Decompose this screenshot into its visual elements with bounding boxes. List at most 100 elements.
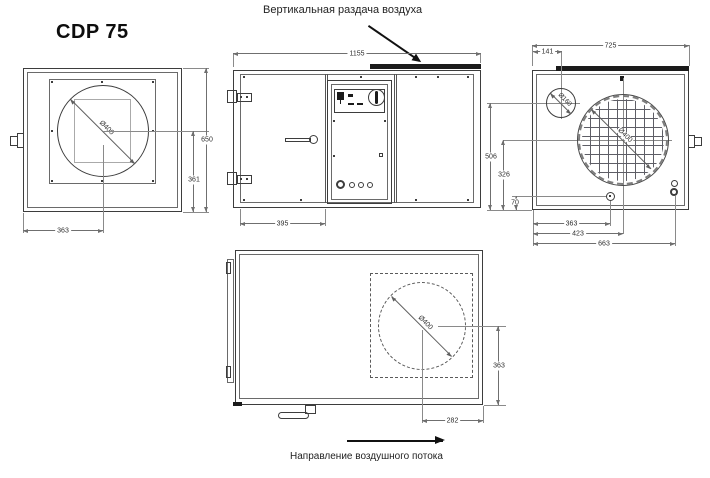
dim-height: 650 xyxy=(200,68,214,212)
vertical-discharge-opening xyxy=(370,64,481,69)
front-door-edge xyxy=(227,259,234,383)
top-fastener xyxy=(620,76,624,81)
front-view-outline xyxy=(233,70,481,208)
control-display-box xyxy=(334,89,385,113)
screw-dot xyxy=(415,199,417,201)
dim-label: 141 xyxy=(539,48,556,56)
dim-duct-height: 506 xyxy=(484,103,498,210)
screw-dot xyxy=(467,76,469,78)
dim-label: 650 xyxy=(200,135,214,145)
front-view-inner-frame xyxy=(240,74,474,203)
hinge-top xyxy=(227,90,237,103)
dim-drain-offset: 363 xyxy=(533,220,610,228)
extension-line xyxy=(512,196,606,197)
screw-dot xyxy=(415,76,417,78)
extension-line xyxy=(480,53,481,63)
dim-label: 506 xyxy=(484,152,498,161)
dim-grille-height: 326 xyxy=(497,140,511,210)
hinge-top-plate xyxy=(237,93,252,102)
screw-dot xyxy=(152,81,154,83)
extension-line xyxy=(103,145,104,233)
dim-label: 395 xyxy=(274,220,291,228)
dim-label: 1155 xyxy=(347,50,367,58)
door-handle-mount xyxy=(17,133,24,148)
dim-fan-to-bottom: 361 xyxy=(187,131,201,212)
corner-foot xyxy=(233,402,242,406)
dim-label: 725 xyxy=(602,42,619,50)
page-title: CDP 75 xyxy=(56,21,129,43)
top-view-outline xyxy=(235,250,483,405)
hinge-bottom xyxy=(227,172,237,185)
drain-outlet xyxy=(606,192,615,201)
hinge-bottom-plate xyxy=(237,175,252,184)
panel-seam xyxy=(394,74,395,203)
extension-line xyxy=(422,330,423,423)
bottom-annotation-label: Направление воздушного потока xyxy=(290,451,443,462)
left-view-inner-frame xyxy=(27,72,178,208)
humidistat-dial xyxy=(368,89,385,106)
dim-label: 70 xyxy=(510,198,520,208)
screw-dot xyxy=(51,180,53,182)
door-handle-lever xyxy=(285,138,311,142)
dim-label: 663 xyxy=(596,240,612,248)
connection-fitting xyxy=(670,188,678,196)
duct-centerline xyxy=(487,103,580,104)
screw-dot xyxy=(152,180,154,182)
dim-label: 363 xyxy=(492,361,506,370)
fan-opening-square xyxy=(370,273,473,378)
extension-line xyxy=(532,45,533,66)
screw-dot xyxy=(51,81,53,83)
hinge-screw xyxy=(240,96,242,98)
panel-glyph xyxy=(357,103,363,105)
door-handle-lever xyxy=(278,412,309,419)
dim-depth: 725 xyxy=(532,42,689,50)
extension-line xyxy=(483,406,484,423)
extension-line xyxy=(484,405,506,406)
screw-dot xyxy=(300,199,302,201)
vertical-discharge-arrow xyxy=(367,25,421,62)
dim-fan-to-front: 363 xyxy=(492,326,506,405)
screw-dot xyxy=(243,76,245,78)
dim-label: 282 xyxy=(444,417,461,425)
extension-line xyxy=(183,68,209,69)
extension-line xyxy=(183,212,209,213)
dim-width: 1155 xyxy=(233,50,481,58)
screw-dot xyxy=(384,120,386,122)
extension-line xyxy=(23,213,24,233)
screw-dot xyxy=(101,81,103,83)
humidistat-knob xyxy=(375,91,378,104)
dim-duct-offset: 141 xyxy=(533,48,562,56)
hinge-screw xyxy=(240,178,242,180)
dim-fan-to-side: 282 xyxy=(422,417,483,425)
screw-dot xyxy=(333,120,335,122)
display-icon-stand xyxy=(340,100,341,104)
extension-line xyxy=(675,196,676,246)
extension-line xyxy=(438,326,506,327)
dim-label: 363 xyxy=(563,220,580,228)
door-handle-knob xyxy=(309,135,318,144)
extension-line xyxy=(487,210,532,211)
duct-centerline xyxy=(561,51,562,119)
control-panel xyxy=(327,80,392,204)
dim-door-width: 395 xyxy=(240,220,325,228)
panel-seam xyxy=(396,74,397,203)
top-annotation-label: Вертикальная раздача воздуха xyxy=(263,4,423,16)
dim-grille-offset: 423 xyxy=(533,230,623,238)
cable-gland xyxy=(336,180,345,189)
duct-circle xyxy=(546,88,576,118)
screw-dot xyxy=(243,199,245,201)
screw-dot xyxy=(360,76,362,78)
vertical-discharge-opening xyxy=(556,66,689,71)
hinge-screw xyxy=(246,178,248,180)
extension-line xyxy=(103,131,209,132)
dim-drain-height: 70 xyxy=(510,196,520,210)
screw-dot xyxy=(437,76,439,78)
connection-fitting xyxy=(671,180,678,187)
hinge-mark xyxy=(226,366,231,378)
extension-line xyxy=(689,45,690,66)
dim-label: 423 xyxy=(570,230,586,238)
door-handle-mount xyxy=(305,405,316,414)
screw-dot xyxy=(51,130,53,132)
hinge-screw xyxy=(246,96,248,98)
